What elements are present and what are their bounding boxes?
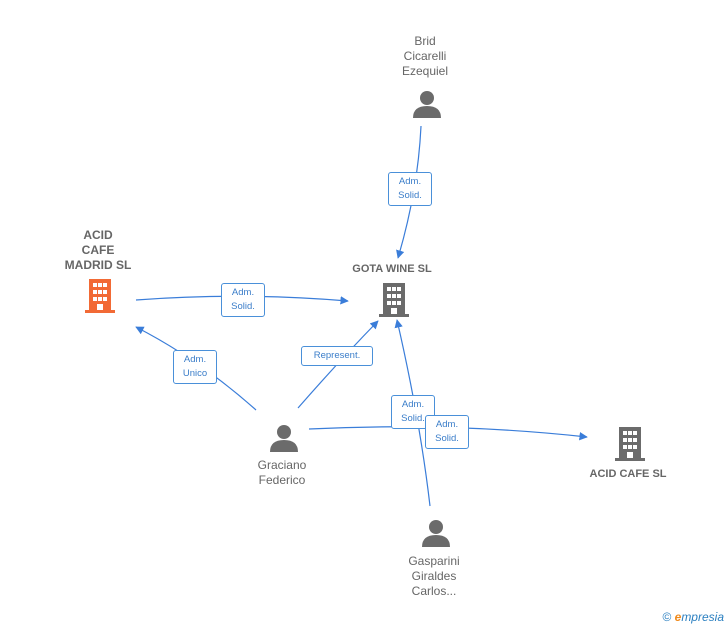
person-label-graciano[interactable]: Graciano Federico — [234, 458, 330, 488]
edge-label-line: Adm. — [398, 176, 422, 187]
person-label-gasparini[interactable]: Gasparini Giraldes Carlos... — [386, 554, 482, 599]
building-icon[interactable] — [85, 279, 115, 313]
edge-label-line: Unico — [182, 368, 208, 379]
edge-label-line: Adm. — [231, 287, 255, 298]
copyright-icon: © — [662, 610, 672, 624]
person-icon[interactable] — [413, 91, 441, 118]
edge-label-line: Solid. — [231, 301, 255, 312]
edge-label-graciano-madrid: Adm. Unico — [173, 350, 217, 384]
label-line: Giraldes — [411, 569, 457, 583]
edge-label-brid-gota: Adm. Solid. — [388, 172, 432, 206]
edge-label-madrid-gota: Adm. Solid. — [221, 283, 265, 317]
label-line: Ezequiel — [401, 64, 449, 78]
person-icon[interactable] — [422, 520, 450, 547]
person-label-brid[interactable]: Brid Cicarelli Ezequiel — [377, 34, 473, 79]
company-label-acid-cafe-madrid[interactable]: ACID CAFE MADRID SL — [48, 228, 148, 273]
label-line: ACID — [83, 228, 113, 242]
edge-label-line: Solid. — [398, 190, 422, 201]
edge-label-graciano-gota: Represent. — [301, 346, 373, 366]
edge-label-line: Adm. — [401, 399, 425, 410]
label-line: Cicarelli — [403, 49, 447, 63]
person-icon[interactable] — [270, 425, 298, 452]
brand-logo-e: e — [674, 610, 682, 624]
label-line: Carlos... — [411, 584, 457, 598]
brand-name: mpresia — [681, 610, 724, 624]
label-line: Graciano — [257, 458, 307, 472]
label-line: Federico — [258, 473, 306, 487]
footer-brand: © empresia — [662, 610, 724, 624]
label-line: CAFE — [81, 243, 115, 257]
edge-label-line: Solid. — [401, 413, 425, 424]
building-icon[interactable] — [615, 427, 645, 461]
edge-label-line: Solid. — [435, 433, 459, 444]
company-label-gota-wine[interactable]: GOTA WINE SL — [352, 263, 432, 275]
edge-label-graciano-acidcafe: Adm. Solid. — [425, 415, 469, 449]
label-line: MADRID SL — [64, 258, 132, 272]
label-line: Gasparini — [408, 554, 460, 568]
edge-label-line: Adm. — [183, 354, 207, 365]
edge-label-line: Represent. — [313, 350, 361, 361]
label-line: Brid — [414, 34, 436, 48]
edge-label-line: Adm. — [435, 419, 459, 430]
building-icon[interactable] — [379, 283, 409, 317]
company-label-acid-cafe[interactable]: ACID CAFE SL — [589, 468, 667, 480]
